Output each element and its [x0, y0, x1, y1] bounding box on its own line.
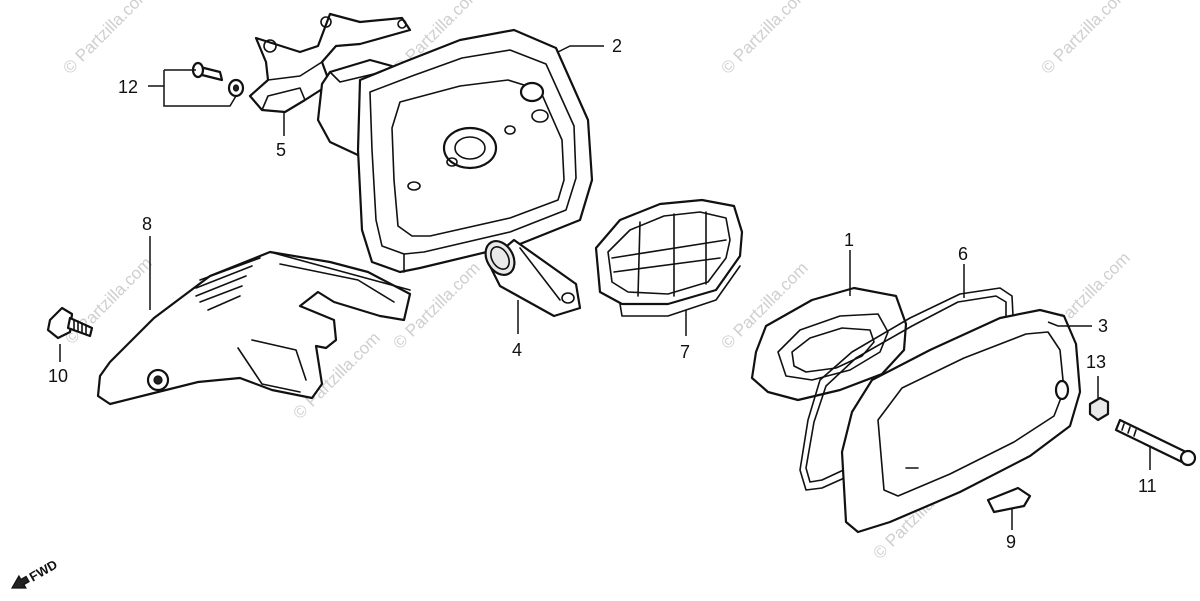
part-12-screw	[191, 61, 245, 98]
callout-3: 3	[1098, 316, 1108, 336]
part-3-cover	[840, 308, 1082, 534]
part-10-bolt	[46, 306, 94, 340]
watermark: © Partzilla.com	[717, 0, 811, 78]
part-2-air-cleaner-case	[316, 28, 594, 274]
callout-6: 6	[958, 244, 968, 264]
callout-7: 7	[680, 342, 690, 362]
callout-5: 5	[276, 140, 286, 160]
callout-10: 10	[48, 366, 68, 386]
part-13-nut	[1088, 396, 1110, 422]
part-9-label	[986, 486, 1032, 514]
callout-9: 9	[1006, 532, 1016, 552]
part-4-element	[484, 238, 582, 318]
part-5-bracket	[248, 12, 412, 114]
part-11-long-bolt	[1114, 418, 1197, 467]
leader-lines	[59, 45, 1151, 530]
callout-1: 1	[844, 230, 854, 250]
callout-4: 4	[512, 340, 522, 360]
callout-11: 11	[1138, 476, 1157, 496]
callout-12: 12	[118, 77, 138, 97]
callout-8: 8	[142, 214, 152, 234]
fwd-label: FWD	[27, 557, 60, 585]
callout-2: 2	[612, 36, 622, 56]
part-7-holder	[594, 198, 744, 317]
part-8-cover	[96, 250, 412, 406]
watermark: © Partzilla.com	[1037, 0, 1131, 78]
callout-13: 13	[1086, 352, 1106, 372]
forward-indicator: FWD	[10, 557, 60, 589]
watermark: © Partzilla.com	[59, 0, 153, 78]
callout-labels: 2 12 5 8 10 4 7 1 6 3 13 11 9	[48, 36, 1157, 552]
arrow-left-icon	[10, 574, 30, 589]
